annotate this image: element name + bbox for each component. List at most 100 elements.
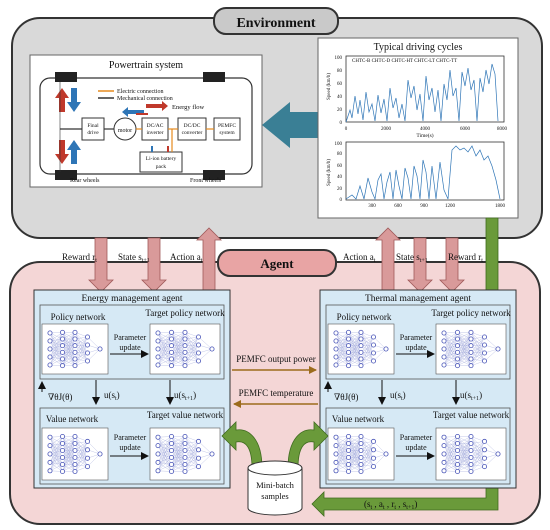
bottom-cycle-chart: 0 20 40 60 80 100 300 600 900 1200 1800 … <box>327 141 506 209</box>
net-node <box>195 334 201 340</box>
net-edge <box>74 449 88 472</box>
net-node <box>155 346 161 352</box>
net-node <box>195 455 201 461</box>
top-xtick-4: 8000 <box>497 127 508 132</box>
net-node <box>97 346 103 352</box>
net-edge <box>443 338 458 358</box>
net-edge <box>457 443 472 472</box>
net-edge <box>360 345 374 362</box>
net-node <box>468 356 474 362</box>
net-edge <box>335 332 349 342</box>
reward-arrow-left <box>88 237 114 293</box>
net-edge <box>184 344 199 366</box>
flow-arrow-blue-down-icon <box>67 88 81 112</box>
net-edge <box>157 445 172 465</box>
energy-u-st: u(st) <box>104 390 120 402</box>
net-node <box>195 447 201 453</box>
net-node <box>60 468 66 474</box>
top-xtick-1: 2000 <box>381 127 392 132</box>
net-edge <box>360 441 374 458</box>
environment-title-box <box>213 7 339 35</box>
net-edge <box>157 453 172 472</box>
net-edge <box>184 336 199 360</box>
legend-energy: Energy flow <box>172 104 204 111</box>
net-node <box>72 440 78 446</box>
net-edge <box>171 338 186 366</box>
net-edge <box>49 356 63 366</box>
net-edge <box>360 458 374 472</box>
net-edge <box>360 436 374 467</box>
net-edge <box>457 436 472 451</box>
net-edge <box>470 352 485 366</box>
net-edge <box>49 338 63 366</box>
net-edge <box>360 336 374 366</box>
net-node <box>60 363 66 369</box>
battery-label-2: pack <box>156 164 167 170</box>
reward-label-right: Reward rt <box>448 252 483 264</box>
top-ytick-0: 0 <box>340 121 343 126</box>
action-arrow-right <box>375 227 401 293</box>
net-edge <box>62 436 76 451</box>
energy-target-value-label: Target value network <box>147 410 224 420</box>
net-node <box>468 329 474 335</box>
net-node <box>209 346 215 352</box>
net-edge <box>470 441 485 458</box>
energy-param-update-2: Parameter <box>114 433 147 442</box>
net-edge <box>470 338 485 362</box>
net-node <box>168 447 174 453</box>
net-edge <box>62 457 76 472</box>
action-label-right: Action at <box>343 252 376 264</box>
thermal-value-label: Value network <box>332 414 385 424</box>
energy-target-policy-label: Target policy network <box>145 308 225 318</box>
net-node <box>72 461 78 467</box>
net-edge <box>184 345 199 354</box>
net-node <box>370 334 376 340</box>
net-node <box>182 440 188 446</box>
net-node <box>72 336 78 342</box>
battery-box <box>139 151 183 173</box>
top-ytick-5: 100 <box>335 56 343 61</box>
net-node <box>345 329 351 335</box>
net-edge <box>348 436 362 465</box>
net-edge <box>74 344 88 366</box>
net-edge <box>443 436 458 471</box>
net-edge <box>335 450 349 463</box>
net-node <box>468 349 474 355</box>
net-edge <box>484 441 499 455</box>
thermal-target-policy-label: Target policy network <box>431 308 511 318</box>
net-node <box>72 349 78 355</box>
net-node <box>168 468 174 474</box>
net-node <box>72 468 78 474</box>
net-node <box>358 433 364 439</box>
top-xtick-0: 0 <box>345 127 348 132</box>
net-edge <box>348 338 362 366</box>
net-edge <box>157 338 172 358</box>
top-xtick-3: 6000 <box>460 127 471 132</box>
net-edge <box>470 441 485 472</box>
net-edge <box>360 332 374 362</box>
net-edge <box>335 345 349 366</box>
net-edge <box>470 443 485 467</box>
net-edge <box>49 443 63 471</box>
net-edge <box>157 352 172 366</box>
net-edge <box>74 436 88 459</box>
net-node <box>182 447 188 453</box>
net-node <box>168 433 174 439</box>
minibatch-cylinder: Mini-batch samples <box>247 460 303 516</box>
net-node <box>495 451 501 457</box>
net-edge <box>470 336 485 353</box>
bottom-cycle-trace <box>345 145 501 201</box>
net-node <box>441 346 447 352</box>
net-edge <box>171 450 186 472</box>
net-node <box>454 454 460 460</box>
top-ytick-3: 60 <box>337 82 343 87</box>
net-node <box>441 362 447 368</box>
net-edge <box>74 336 88 360</box>
net-node <box>454 336 460 342</box>
net-node <box>47 354 53 360</box>
net-edge <box>443 332 458 366</box>
net-edge <box>443 437 458 472</box>
net-edge <box>457 436 472 472</box>
bottom-ytick-2: 40 <box>337 175 343 180</box>
